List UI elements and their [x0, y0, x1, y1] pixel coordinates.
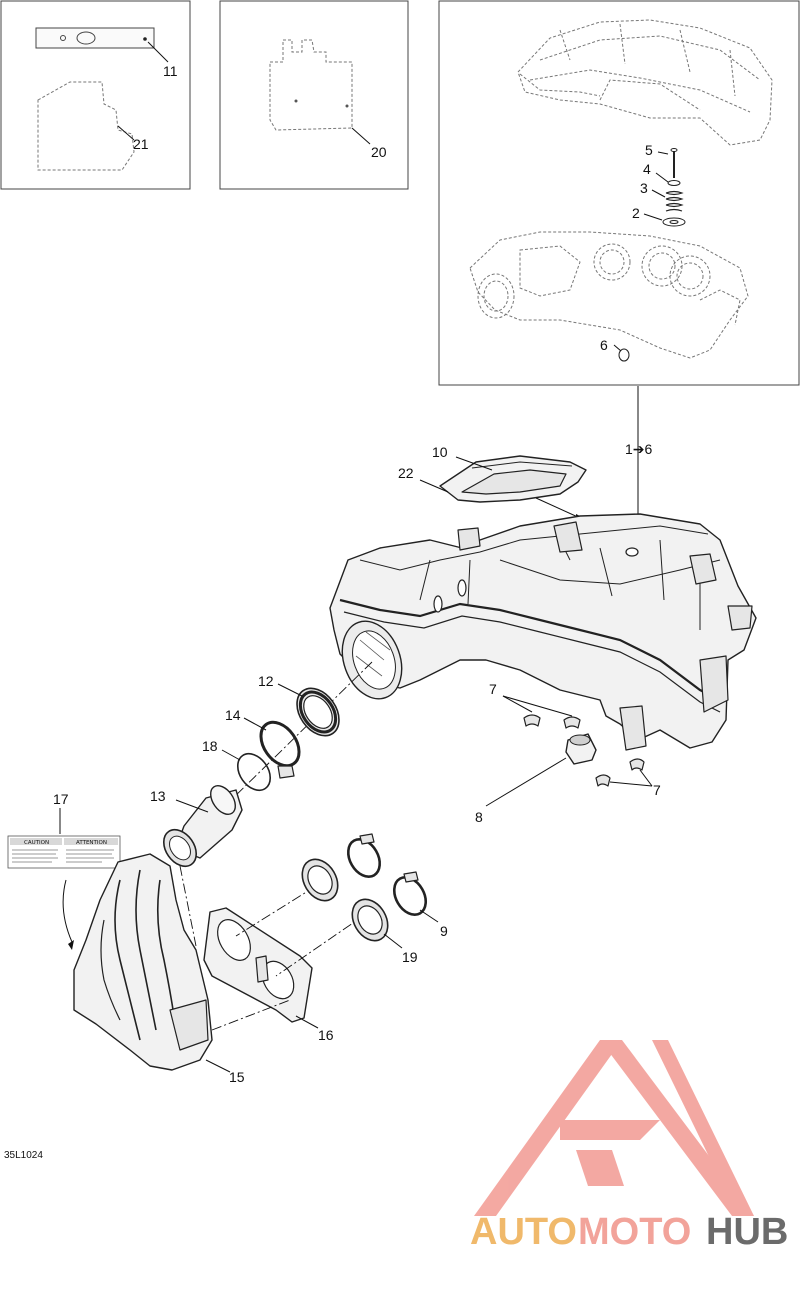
- watermark-hub: HUB: [706, 1211, 788, 1253]
- part-11-strip: [35, 27, 169, 63]
- part-16-adapter-plate: [203, 907, 319, 1029]
- callout-18: 18: [202, 738, 218, 754]
- callout-16: 16: [318, 1027, 334, 1043]
- airbox-lower-housing-ghost: [469, 231, 749, 362]
- assembly-axis-line: [177, 661, 373, 853]
- axis-line-lower-4: [211, 999, 291, 1031]
- watermark-moto: MOTO: [578, 1211, 691, 1253]
- callout-3: 3: [640, 180, 648, 196]
- callout-5: 5: [645, 142, 653, 158]
- axis-line-lower-2: [275, 913, 367, 977]
- watermark-text: AUTO MOTO HUB: [470, 1211, 788, 1253]
- diagram-code: 35L1024: [4, 1150, 43, 1161]
- callout-12: 12: [258, 673, 274, 689]
- fastener-stack-2-5: [643, 148, 686, 227]
- warning-label-caution: CAUTION: [24, 840, 49, 846]
- part-10-cover-bracket: [419, 455, 587, 520]
- watermark-auto: AUTO: [470, 1211, 577, 1253]
- callout-7-lower: 7: [653, 782, 661, 798]
- callout-15: 15: [229, 1069, 245, 1085]
- part-19-coupler-upper: [301, 858, 339, 902]
- airbox-upper-housing-ghost: [517, 19, 773, 146]
- part-21-pad: [37, 81, 135, 171]
- part-14-clamp: [243, 717, 301, 779]
- airbox-intake-throat: [341, 620, 403, 700]
- callout-8: 8: [475, 809, 483, 825]
- part-8-grommet: [485, 733, 597, 807]
- callout-11: 11: [163, 63, 178, 79]
- part-15-lower-cover: [73, 853, 231, 1073]
- callout-19: 19: [402, 949, 418, 965]
- part-18-o-ring: [221, 749, 272, 792]
- callout-7-upper: 7: [489, 681, 497, 697]
- part-17-warning-label: CAUTION ATTENTION: [7, 808, 121, 950]
- callout-6: 6: [600, 337, 608, 353]
- callout-2: 2: [632, 205, 640, 221]
- part-20-pad: [269, 39, 371, 145]
- main-airbox-housing: [329, 513, 757, 751]
- warning-label-attention: ATTENTION: [76, 840, 107, 846]
- part-13-intake-tube: [162, 784, 243, 868]
- part-7-clips-lower: [595, 758, 653, 787]
- axis-line-lower-3: [179, 865, 197, 947]
- part-19-coupler-lower: [351, 898, 403, 949]
- callout-22: 22: [398, 465, 414, 481]
- inset-panel-20: [219, 0, 409, 190]
- part-7-clips-upper: [502, 695, 581, 729]
- axis-line-lower-1: [235, 885, 317, 937]
- callout-20: 20: [371, 144, 387, 160]
- inset-panel-1-6: [438, 0, 800, 386]
- watermark-logo-mark: [474, 1040, 754, 1216]
- callout-21: 21: [133, 136, 149, 152]
- part-9-clamp-upper: [346, 833, 382, 878]
- callout-1-6: 1➔6: [625, 441, 653, 457]
- callout-14: 14: [225, 707, 241, 723]
- part-12-adapter-ring: [277, 683, 340, 737]
- callout-4: 4: [643, 161, 651, 177]
- callout-13: 13: [150, 788, 166, 804]
- callout-10: 10: [432, 444, 448, 460]
- callout-9: 9: [440, 923, 448, 939]
- callout-17: 17: [53, 791, 69, 807]
- part-9-clamp-lower: [392, 871, 439, 923]
